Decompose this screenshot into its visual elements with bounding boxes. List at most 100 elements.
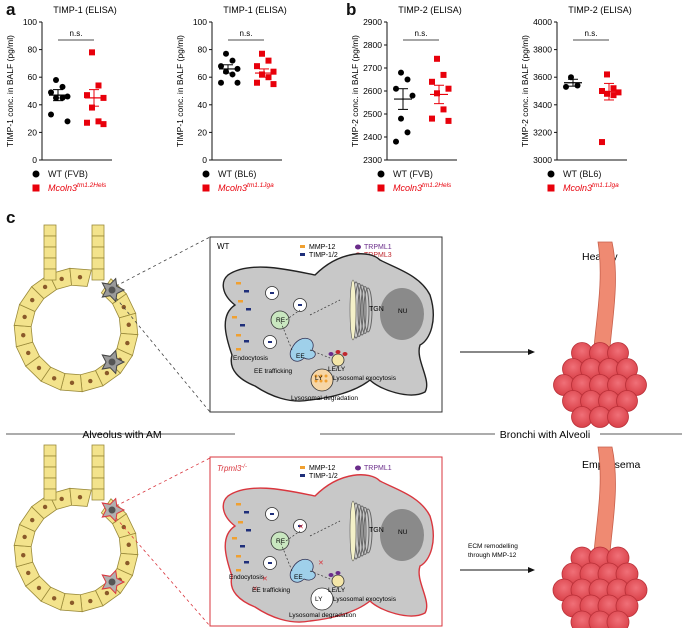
airway-cell [43,268,57,281]
airway-cell [91,444,105,457]
trafficking-arrow [285,309,301,321]
trafficking-arrow [285,530,301,542]
airway-cell [91,268,105,281]
legend-marker [377,184,385,192]
airway-cell [43,257,57,270]
y-tick-label: 0 [32,155,37,165]
data-point [234,65,241,72]
airway-cell [91,477,105,490]
y-tick-label: 80 [28,45,38,55]
data-point [100,121,107,128]
y-tick-label: 60 [198,72,208,82]
data-point [48,89,54,96]
macrophage-ko: ✕✕✕✕ [222,474,434,623]
airway-cell [91,246,105,259]
alveolus-ko [13,444,139,613]
airway-cell [43,477,57,490]
alveolus-label: Alveolus with AM [82,429,161,441]
data-point [429,115,435,122]
mmp12-molecule [324,379,328,383]
mmp12-molecule [236,569,241,572]
zoom-line-top-ko [115,457,211,507]
data-point [229,57,236,64]
y-tick-label: 4000 [533,17,552,27]
cell-nucleus [380,288,424,340]
data-point [100,94,107,101]
timp-molecule [240,324,245,327]
data-point [254,63,260,70]
trpml1-channel [328,352,334,356]
data-point [568,74,574,81]
data-point [89,49,95,56]
airway-cell [43,466,57,479]
ecm-label-1: ECM remodelling [468,543,518,550]
significance-label: n.s. [415,29,428,38]
alveolus-sac [607,406,629,428]
data-point [95,82,102,89]
degradation-lysosome [310,587,334,611]
data-point [610,85,617,92]
lung-healthy [553,241,647,428]
timp-molecule [268,562,272,564]
y-axis-label: TIMP-2 conc. in BALF (pg/ml) [350,35,360,147]
data-point [59,94,66,101]
timp-molecule [246,308,251,311]
lely-label: LE/LY [328,587,346,594]
svg-text:TIMP-1/2: TIMP-1/2 [309,473,338,480]
chart-timp1-bl6: TIMP-1 (ELISA)TIMP-1 conc. in BALF (pg/m… [175,5,287,193]
legend-marker [547,184,555,192]
airway-cell [43,235,57,248]
nu-label: NU [398,529,408,536]
wt-title: WT [217,242,230,251]
svg-text:TIMP-1/2: TIMP-1/2 [309,252,338,259]
mmp12-icon [300,245,305,248]
nucleus [42,284,48,290]
ee-label: EE [296,353,305,360]
nucleus [59,496,64,502]
chart-timp2-fvb: TIMP-2 (ELISA)TIMP-2 conc. in BALF (pg/m… [350,5,462,193]
significance-label: n.s. [70,29,83,38]
trafficking-arrow [309,349,331,359]
data-point [259,71,265,78]
y-tick-label: 20 [198,127,208,137]
data-point [398,69,404,76]
nucleus [36,585,42,591]
y-tick-label: 2300 [363,155,382,165]
nu-label: NU [398,308,408,315]
legend-marker [377,170,385,178]
early-endosome [289,559,316,583]
golgi-cisterna [357,284,367,336]
data-point [599,88,605,94]
y-tick-label: 3000 [533,155,552,165]
data-point [48,111,54,118]
panel-letter-b: b [346,0,357,19]
trafficking-arrow [279,540,293,572]
y-tick-label: 100 [23,17,37,27]
data-point [254,79,260,86]
golgi-cisterna [360,286,370,334]
data-point [610,92,617,99]
significance-label: n.s. [240,29,253,38]
data-point [615,89,622,96]
data-point [574,82,581,89]
data-point [604,71,610,78]
trafficking-arrow [279,319,293,351]
mmp12-molecule [324,374,328,378]
timp-icon [300,474,305,477]
y-tick-label: 100 [193,17,207,27]
trafficking-arrow [309,520,341,537]
zoom-line-top-wt [115,236,211,287]
disruption-icon: ✕ [318,560,324,567]
legend-label: Mcoln3tm1.2Hels [393,182,452,193]
nucleus [42,504,48,510]
legend-label: WT (FVB) [393,169,433,179]
y-tick-label: 2900 [363,17,382,27]
endocytosis-label: Endocytosis [233,355,269,362]
airway-cell [43,488,57,501]
trpml3-channel [342,352,348,356]
trafficking-arrow [309,570,331,580]
trpml1-channel [335,571,341,575]
chart-timp1-fvb: TIMP-1 (ELISA)TIMP-1 conc. in BALF (pg/m… [5,5,117,193]
data-point [259,50,265,57]
macrophage-nucleus [108,578,116,586]
